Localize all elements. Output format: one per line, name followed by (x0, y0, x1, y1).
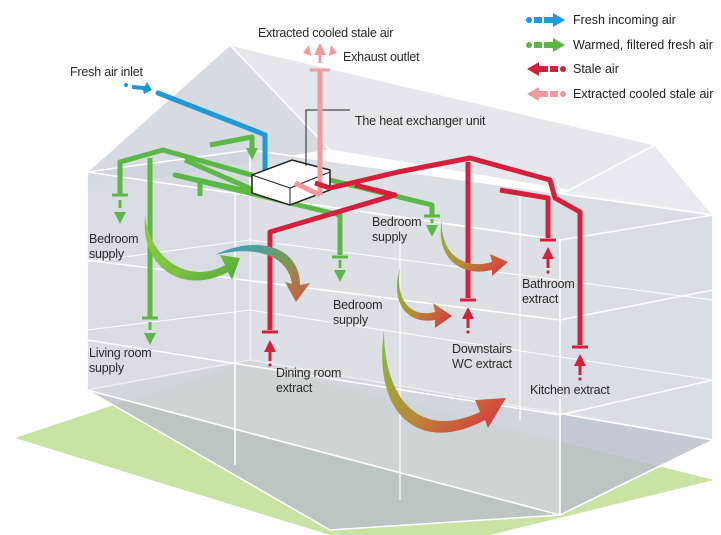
label-line-2: supply (333, 313, 368, 327)
label-bedroom-supply-right: Bedroom supply (372, 215, 422, 245)
label-bedroom-supply-center: Bedroom supply (333, 298, 383, 328)
stale-air-arrow-icon (527, 62, 566, 77)
label-line-2: supply (89, 361, 124, 375)
label-heat-exchanger-unit: The heat exchanger unit (355, 114, 486, 128)
fresh-air-inlet-duct (155, 90, 268, 181)
label-line-1: Bedroom (89, 232, 139, 246)
fresh-air-inlet-arrow-icon (124, 82, 152, 94)
airflow-arrow-bedroom-right (440, 220, 508, 276)
exhaust-duct (293, 68, 330, 198)
label-line-1: Dining room (276, 366, 342, 380)
legend-item-fresh-incoming-air: Fresh incoming air (525, 8, 713, 33)
label-bathroom-extract: Bathroom extract (522, 277, 575, 307)
label-line-2: supply (372, 230, 407, 244)
label-kitchen-extract: Kitchen extract (530, 383, 610, 397)
label-bedroom-supply-left: Bedroom supply (89, 232, 139, 262)
extract-up-arrow-icons (264, 247, 586, 381)
legend-label: Warmed, filtered fresh air (573, 37, 713, 52)
legend: Fresh incoming air Warmed, filtered fres… (525, 8, 713, 106)
label-exhaust-outlet: Exhaust outlet (343, 50, 420, 64)
label-line-1: Living room (89, 346, 152, 360)
label-line-2: extract (276, 381, 313, 395)
warmed-fresh-air-arrow-icon (526, 37, 565, 52)
extracted-cooled-air-arrow-icon (527, 86, 566, 101)
label-line-1: Downstairs (452, 342, 512, 356)
airflow-arrow-center-bedroom (215, 245, 310, 302)
label-line-2: extract (522, 292, 559, 306)
label-dining-room-extract: Dining room extract (276, 366, 341, 396)
supply-down-arrow-icons (114, 148, 438, 345)
label-line-2: WC extract (452, 357, 512, 371)
label-fresh-air-inlet: Fresh air inlet (70, 65, 143, 79)
legend-item-extracted-cooled-air: Extracted cooled stale air (525, 82, 713, 107)
extract-terminals (262, 238, 588, 349)
label-line-1: Bedroom (372, 215, 422, 229)
exhaust-arrow-icon (303, 43, 337, 63)
label-extracted-cooled-stale-air: Extracted cooled stale air (258, 26, 394, 40)
legend-item-stale-air: Stale air (525, 57, 713, 82)
supply-terminals (112, 193, 440, 320)
label-downstairs-wc-extract: Downstairs WC extract (452, 342, 512, 372)
legend-label: Stale air (573, 62, 619, 77)
stale-air-ducts (267, 155, 583, 345)
airflow-arrow-bedroom-supply-center (396, 268, 452, 328)
label-line-1: Bedroom (333, 298, 383, 312)
heat-exchanger-leader-line (305, 109, 350, 166)
label-living-room-supply: Living room supply (89, 346, 152, 376)
fresh-incoming-air-arrow-icon (526, 13, 565, 28)
airflow-arrow-left-bedroom (144, 215, 240, 281)
legend-item-warmed-fresh-air: Warmed, filtered fresh air (525, 33, 713, 58)
label-line-2: supply (89, 247, 124, 261)
legend-label: Fresh incoming air (573, 13, 676, 28)
label-line-1: Bathroom (522, 277, 575, 291)
legend-label: Extracted cooled stale air (573, 86, 714, 101)
